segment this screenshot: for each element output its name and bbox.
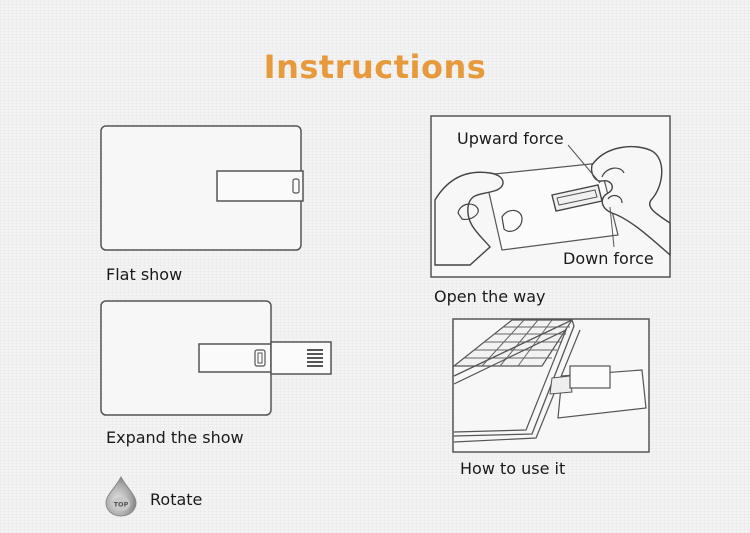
page-title: Instructions	[263, 48, 487, 86]
flat-show-caption: Flat show	[106, 265, 183, 284]
open-way-caption: Open the way	[434, 287, 546, 306]
flat-show-figure	[99, 124, 304, 252]
upward-force-callout: Upward force	[457, 129, 564, 148]
rotate-caption: Rotate	[150, 490, 203, 509]
open-way-figure	[430, 115, 672, 279]
down-force-callout: Down force	[563, 249, 654, 268]
expand-show-figure	[99, 299, 335, 419]
how-to-use-figure	[452, 318, 650, 454]
rotate-badge-text: TOP	[114, 501, 129, 509]
expand-show-caption: Expand the show	[106, 428, 244, 447]
water-drop-top-icon: TOP	[104, 475, 138, 517]
how-to-use-caption: How to use it	[460, 459, 566, 478]
